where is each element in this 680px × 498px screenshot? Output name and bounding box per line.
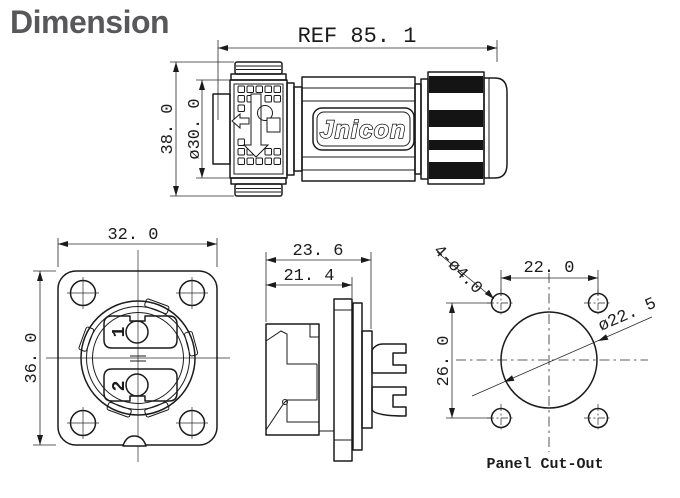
front-housing xyxy=(265,323,320,436)
terminal-tab-bottom xyxy=(371,386,407,417)
cutout-circle xyxy=(500,311,598,409)
rear-body xyxy=(361,330,373,429)
side-view-dimensions: 23. 6 21. 4 xyxy=(265,242,372,329)
cutout-dimensions: 22. 0 26. 0 4-ø4.0 ø22. 5 xyxy=(429,242,660,419)
receptacle-dimensions: 32. 0 36. 0 xyxy=(23,226,218,446)
dim-cutout-diameter: ø22. 5 xyxy=(596,295,660,337)
dim-hole-spacing-vertical: 26. 0 xyxy=(435,335,454,386)
page-title: Dimension xyxy=(10,4,170,40)
pin-pocket-2 xyxy=(103,368,178,402)
dim-front-diameter: ø30. 0 xyxy=(186,98,205,159)
flange-plate xyxy=(333,298,353,462)
plug-side-view: REF 85. 1 38. 0 ø30. 0 xyxy=(159,24,508,197)
dim-mounting-holes: 4-ø4.0 xyxy=(429,242,486,299)
panel-cutout-view: 22. 0 26. 0 4-ø4.0 ø22. 5 Panel Cut-Out xyxy=(429,242,660,473)
plug-dimensions: REF 85. 1 38. 0 ø30. 0 xyxy=(159,24,498,197)
lock-icon xyxy=(257,105,281,133)
cable-gland xyxy=(427,71,508,185)
gland-nut-dome xyxy=(483,77,508,179)
dim-flange-width: 32. 0 xyxy=(107,226,158,245)
pin-2 xyxy=(125,373,149,397)
dim-ref-length: REF 85. 1 xyxy=(298,24,417,49)
plug-front-tip xyxy=(212,93,231,165)
gasket-plate xyxy=(352,302,363,451)
slide-direction-arrow-icon xyxy=(231,112,250,130)
grip-dots xyxy=(237,85,281,165)
pin-1-label: 1 xyxy=(110,326,130,337)
pin-pocket-1 xyxy=(103,315,178,349)
dim-depth-front: 21. 4 xyxy=(283,267,334,286)
socket-face: 1 2 xyxy=(78,298,199,418)
dim-flange-height: 36. 0 xyxy=(23,332,42,383)
dim-depth-total: 23. 6 xyxy=(292,242,343,261)
brand-logo-text: Jnicon xyxy=(320,116,407,144)
side-view-body xyxy=(265,298,407,462)
cutout-mounting-holes xyxy=(487,289,612,432)
pin-2-label: 2 xyxy=(110,381,130,392)
flange-key-notch xyxy=(122,435,147,447)
terminal-tab-top xyxy=(371,343,407,374)
logo-plate xyxy=(312,107,415,151)
receptacle-side-view: 23. 6 21. 4 xyxy=(265,242,407,462)
flange-screw-holes xyxy=(67,277,208,439)
pin-1 xyxy=(125,320,149,344)
plug-body: Jnicon xyxy=(212,61,508,197)
unlock-direction-arrow-icon xyxy=(242,93,270,158)
receptacle-front-view: 32. 0 36. 0 xyxy=(23,226,230,462)
bayonet-lugs xyxy=(78,298,199,418)
panel-cutout-caption: Panel Cut-Out xyxy=(486,456,603,473)
dim-plug-height: 38. 0 xyxy=(159,103,178,154)
dim-hole-spacing-horizontal: 22. 0 xyxy=(523,259,574,278)
